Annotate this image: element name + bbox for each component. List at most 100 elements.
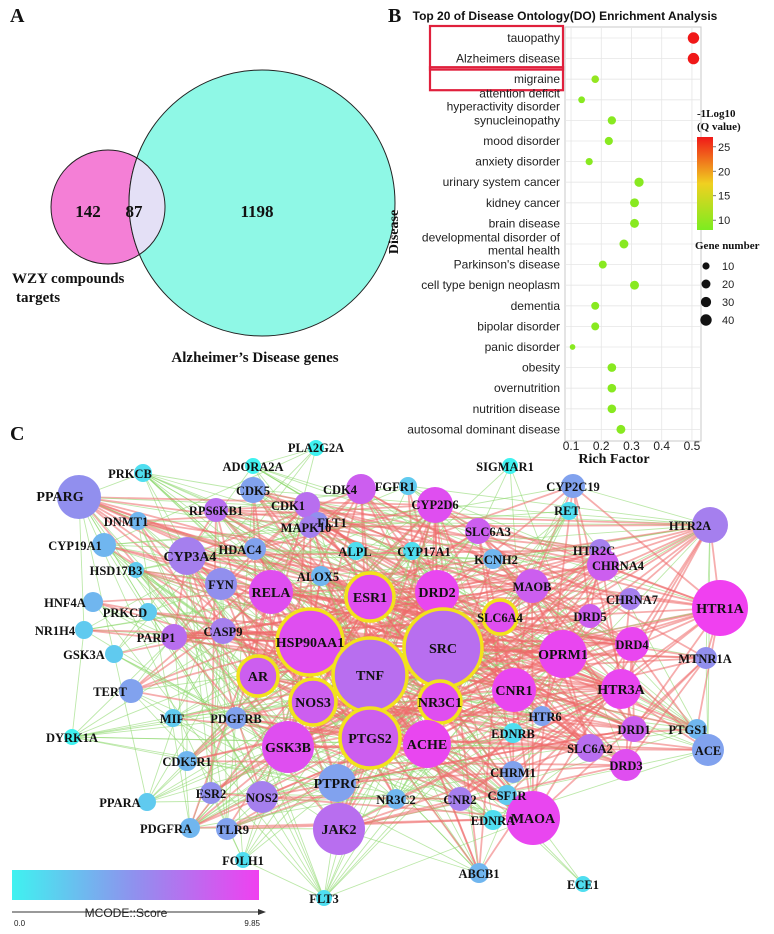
node-sigmar1[interactable]	[502, 458, 518, 474]
node-ednrb[interactable]	[503, 723, 523, 743]
node-rps6kb1[interactable]	[204, 498, 228, 522]
node-esr2[interactable]	[200, 782, 222, 804]
node-prkcd[interactable]	[139, 603, 157, 621]
node-csf1r[interactable]	[497, 785, 517, 805]
network-edge	[210, 509, 217, 794]
node-abcb1[interactable]	[469, 863, 489, 883]
node-dyrk1a[interactable]	[64, 729, 80, 745]
node-casp9[interactable]	[210, 618, 236, 644]
node-chrm1[interactable]	[502, 761, 524, 783]
node-chrna4[interactable]	[587, 549, 619, 581]
node-tlr9[interactable]	[216, 818, 238, 840]
node-ar[interactable]	[236, 654, 280, 698]
node-maob[interactable]	[515, 569, 549, 603]
node-fyn[interactable]	[205, 568, 237, 600]
node-label: FLT3	[309, 892, 338, 906]
node-htr2a[interactable]	[692, 507, 728, 543]
node-cyp3a4[interactable]	[168, 537, 206, 575]
node-kcnh2[interactable]	[483, 549, 503, 569]
node-cyp19a1[interactable]	[92, 533, 116, 557]
node-slc6a3[interactable]	[465, 518, 491, 544]
node-drd2[interactable]	[415, 570, 459, 614]
node-oprm1[interactable]	[539, 630, 587, 678]
node-label: EDNRB	[491, 727, 535, 741]
color-legend-title-line1: -1Log10	[697, 108, 736, 120]
node-alpl[interactable]	[347, 542, 365, 560]
node-ednra[interactable]	[483, 810, 503, 830]
node-gsk3a[interactable]	[105, 645, 123, 663]
node-drd5[interactable]	[578, 604, 602, 628]
node-ppara[interactable]	[138, 793, 156, 811]
node-label: NR3C2	[376, 793, 416, 807]
node-prkcb[interactable]	[134, 464, 152, 482]
network-edge	[173, 636, 191, 829]
node-parp1[interactable]	[161, 624, 187, 650]
node-flt3[interactable]	[316, 890, 332, 906]
node-chrna7[interactable]	[619, 588, 641, 610]
node-pla2g2a[interactable]	[308, 440, 324, 456]
node-jak2[interactable]	[313, 803, 365, 855]
y-tick-label: kidney cancer	[486, 196, 560, 210]
node-tert[interactable]	[119, 679, 143, 703]
node-nos2[interactable]	[246, 781, 278, 813]
node-cdk1[interactable]	[294, 492, 320, 518]
node-slc6a4[interactable]	[481, 598, 519, 636]
node-ptgs2[interactable]	[338, 706, 402, 770]
x-tick-label: 0.2	[593, 439, 610, 453]
node-dnmt1[interactable]	[129, 512, 147, 530]
node-cnr1[interactable]	[492, 668, 536, 712]
node-htr3a[interactable]	[601, 669, 641, 709]
node-label: HTR2A	[669, 519, 711, 533]
node-maoa[interactable]	[506, 791, 560, 845]
node-mif[interactable]	[164, 709, 182, 727]
node-label: HSP90AA1	[276, 636, 344, 651]
y-tick-label: panic disorder	[485, 340, 560, 354]
node-nos3[interactable]	[288, 677, 338, 727]
data-point	[630, 280, 639, 290]
node-htr6[interactable]	[532, 706, 552, 726]
node-cnr2[interactable]	[448, 787, 472, 811]
node-rela[interactable]	[249, 570, 293, 614]
network-edge	[186, 760, 338, 784]
node-ace[interactable]	[692, 734, 724, 766]
node-hnf4a[interactable]	[83, 592, 103, 612]
node-slc6a2[interactable]	[576, 734, 604, 762]
node-label: HNF4A	[44, 596, 86, 610]
node-hsd17b3[interactable]	[128, 562, 144, 578]
node-pparg[interactable]	[57, 475, 101, 519]
node-pdgfra[interactable]	[180, 818, 200, 838]
node-nr1h4[interactable]	[75, 621, 93, 639]
node-folh1[interactable]	[235, 852, 251, 868]
node-label: CDK5	[236, 484, 270, 498]
node-esr1[interactable]	[344, 571, 396, 623]
node-gsk3b[interactable]	[262, 721, 314, 773]
node-drd3[interactable]	[610, 749, 642, 781]
node-alox5[interactable]	[311, 566, 331, 586]
node-nr3c1[interactable]	[417, 679, 463, 725]
node-adora2a[interactable]	[245, 458, 261, 474]
node-pdgfrb[interactable]	[225, 707, 247, 729]
node-cyp2d6[interactable]	[417, 487, 453, 523]
node-cyp2c19[interactable]	[561, 474, 585, 498]
node-ache[interactable]	[403, 720, 451, 768]
node-ret[interactable]	[560, 502, 578, 520]
node-ptgs1[interactable]	[687, 719, 707, 739]
node-cyp17a1[interactable]	[403, 542, 421, 560]
node-ece1[interactable]	[575, 876, 591, 892]
node-mapk10[interactable]	[299, 516, 321, 538]
node-ptprc[interactable]	[318, 764, 356, 802]
node-drd1[interactable]	[621, 716, 647, 742]
network-edge	[137, 520, 711, 526]
node-mtnr1a[interactable]	[695, 647, 717, 669]
node-cdk4[interactable]	[346, 474, 376, 504]
node-htr1a[interactable]	[692, 580, 748, 636]
node-fgfr1[interactable]	[399, 477, 417, 495]
mcode-colorbar-max: 9.85	[244, 919, 260, 928]
node-cdk5[interactable]	[240, 477, 266, 503]
network-edge	[309, 564, 604, 643]
node-hdac4[interactable]	[244, 538, 266, 560]
node-cdk5r1[interactable]	[177, 751, 197, 771]
node-drd4[interactable]	[615, 627, 649, 661]
node-nr3c2[interactable]	[386, 789, 406, 809]
node-hsp90aa1[interactable]	[275, 607, 345, 677]
